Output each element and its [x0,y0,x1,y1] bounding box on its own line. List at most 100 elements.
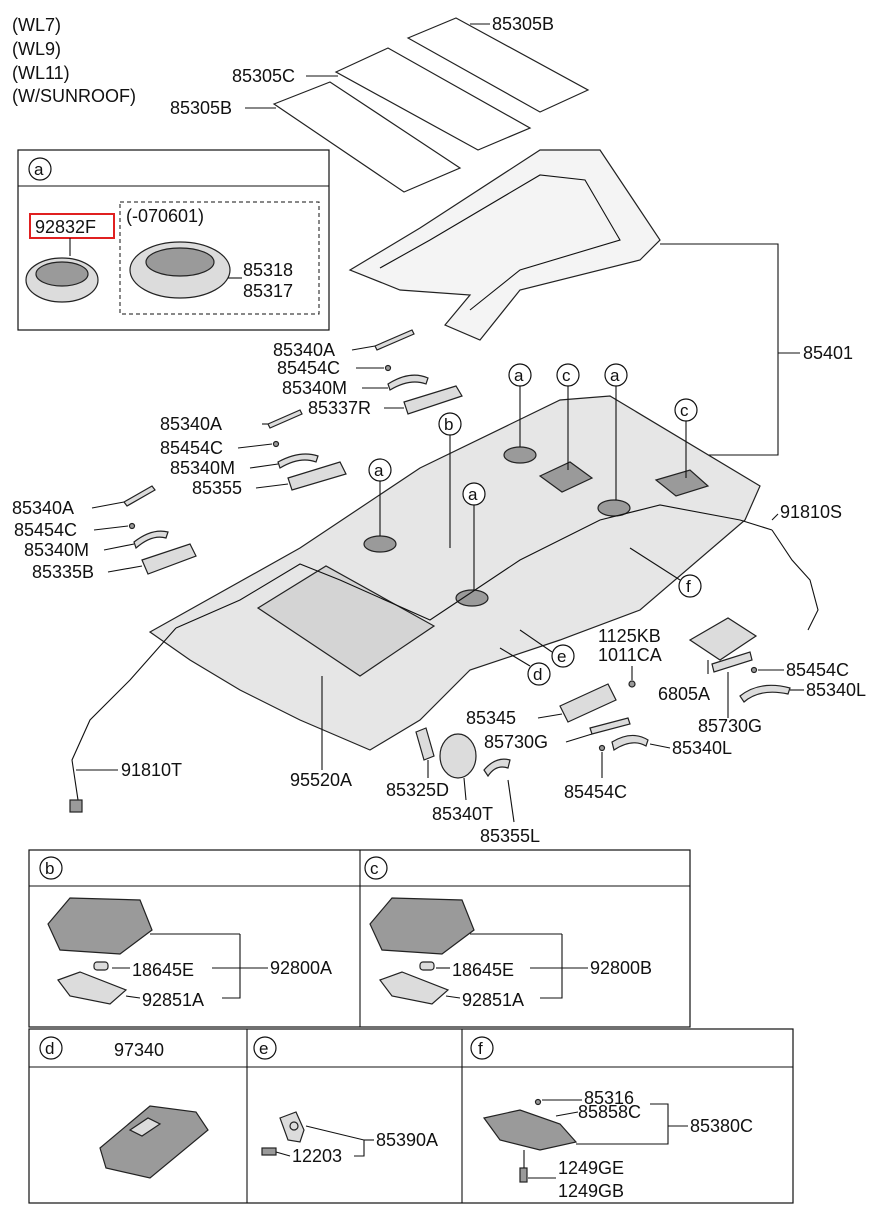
detail-e: e 12203 85390A [253,1036,438,1166]
label-85355l: 85355L [480,826,540,846]
detail-d: d 97340 [39,1036,209,1179]
roof-pad-85305c [334,47,532,151]
label-85454c-3: 85454C [14,520,77,540]
lens-92851a-b [57,971,128,1005]
label-92832f: 92832F [35,217,96,237]
detail-a-box: a 92832F (-070601) 85318 85317 [17,149,330,331]
label-85337r: 85337R [308,398,371,418]
label-85380c: 85380C [690,1116,753,1136]
detail-bc-box [28,849,691,1028]
sunroof-opening [256,565,436,677]
label-85340a-3: 85340A [12,498,74,518]
screw-1249ge [519,1167,528,1183]
detail-d-letter: d [45,1039,54,1058]
bracket-6805a [688,617,758,661]
part-85340a-3 [123,485,156,507]
label-85355: 85355 [192,478,242,498]
label-18645e-b: 18645E [132,960,194,980]
note-wl11: (WL11) [12,63,70,83]
part-85325d [415,727,435,761]
part-85454c-1 [384,364,392,372]
part-85340l-r [739,684,791,703]
room-lamp-92800a [47,897,153,955]
bulb-18645e-b [93,961,109,971]
label-85335b: 85335B [32,562,94,582]
lens-92851a-c [379,971,450,1005]
detail-f: f 85316 85858C 85380C 1249GE 1249GB [470,1036,753,1201]
callout-a-1: a [508,363,532,447]
label-1249ge: 1249GE [558,1158,624,1178]
screw-12203 [261,1147,277,1156]
label-85317: 85317 [243,281,293,301]
label-85858c: 85858C [578,1102,641,1122]
callout-d: d [499,647,551,686]
svg-text:c: c [562,366,571,385]
label-92800b: 92800B [590,958,652,978]
part-85454c-3 [128,522,136,530]
svg-text:a: a [34,160,44,179]
label-85340a-1: 85340A [273,340,335,360]
grab-handle-set-3 [91,485,197,575]
label-85340m-1: 85340M [282,378,347,398]
lamp-hole-a3 [363,535,397,553]
detail-e-letter: e [259,1039,268,1058]
label-91810t: 91810T [121,760,182,780]
lamp-hole-c2 [654,469,710,497]
part-85337r [403,385,463,415]
svg-text:d: d [533,665,542,684]
part-85340a-2 [267,409,303,429]
label-1011ca: 1011CA [598,645,662,665]
lower-center-parts [415,683,671,823]
label-85305b-top: 85305B [492,14,554,34]
svg-text:e: e [557,647,566,666]
label-85454c-2: 85454C [160,438,223,458]
connector-91810t [69,799,83,813]
svg-text:a: a [610,366,620,385]
svg-text:a: a [514,366,524,385]
callout-c-1: c [556,363,580,470]
label-6805a: 6805A [658,684,710,704]
label-97340: 97340 [114,1040,164,1060]
right-parts [628,617,804,718]
roof-pads [272,17,590,193]
part-85730g [589,717,631,735]
callout-f: f [629,547,702,598]
bulb-18645e-c [419,961,435,971]
note-sunroof: (W/SUNROOF) [12,86,136,106]
lamp-85340t [439,733,477,779]
label-12203: 12203 [292,1146,342,1166]
label-85305b-left: 85305B [170,98,232,118]
roof-pad-85305b-top [406,17,590,113]
lamp-97340 [99,1105,209,1179]
headlining-panel [148,395,761,751]
part-85340m-2 [277,453,319,469]
label-91810s: 91810S [780,502,842,522]
callout-a-3: a [368,458,392,536]
label-85730g: 85730G [484,732,548,752]
part-85454c-r [750,666,758,674]
label-92851a-c: 92851A [462,990,524,1010]
label-85340a-2: 85340A [160,414,222,434]
note-wl7: (WL7) [12,15,61,35]
label-1125kb: 1125KB [598,626,661,646]
part-85340m-3 [133,530,169,550]
lamp-hole-a4 [455,589,489,607]
detail-b-letter: b [45,859,54,878]
label-85340t: 85340T [432,804,493,824]
callout-c-2: c [674,398,698,478]
label-95520a: 95520A [290,770,352,790]
label-85345: 85345 [466,708,516,728]
callout-b: b [438,412,462,548]
label-85454c-1: 85454C [277,358,340,378]
callout-e: e [519,629,575,668]
lamp-hole-a1 [503,446,537,464]
label-1249gb: 1249GB [558,1181,624,1201]
detail-f-letter: f [478,1039,483,1058]
label-85325d: 85325D [386,780,449,800]
part-85454c-2 [272,440,280,448]
roof-pad-85305b-left [272,81,462,193]
label-85390a: 85390A [376,1130,438,1150]
label-85340l: 85340L [672,738,732,758]
detail-def-box [28,1028,794,1204]
label-85318: 85318 [243,260,293,280]
